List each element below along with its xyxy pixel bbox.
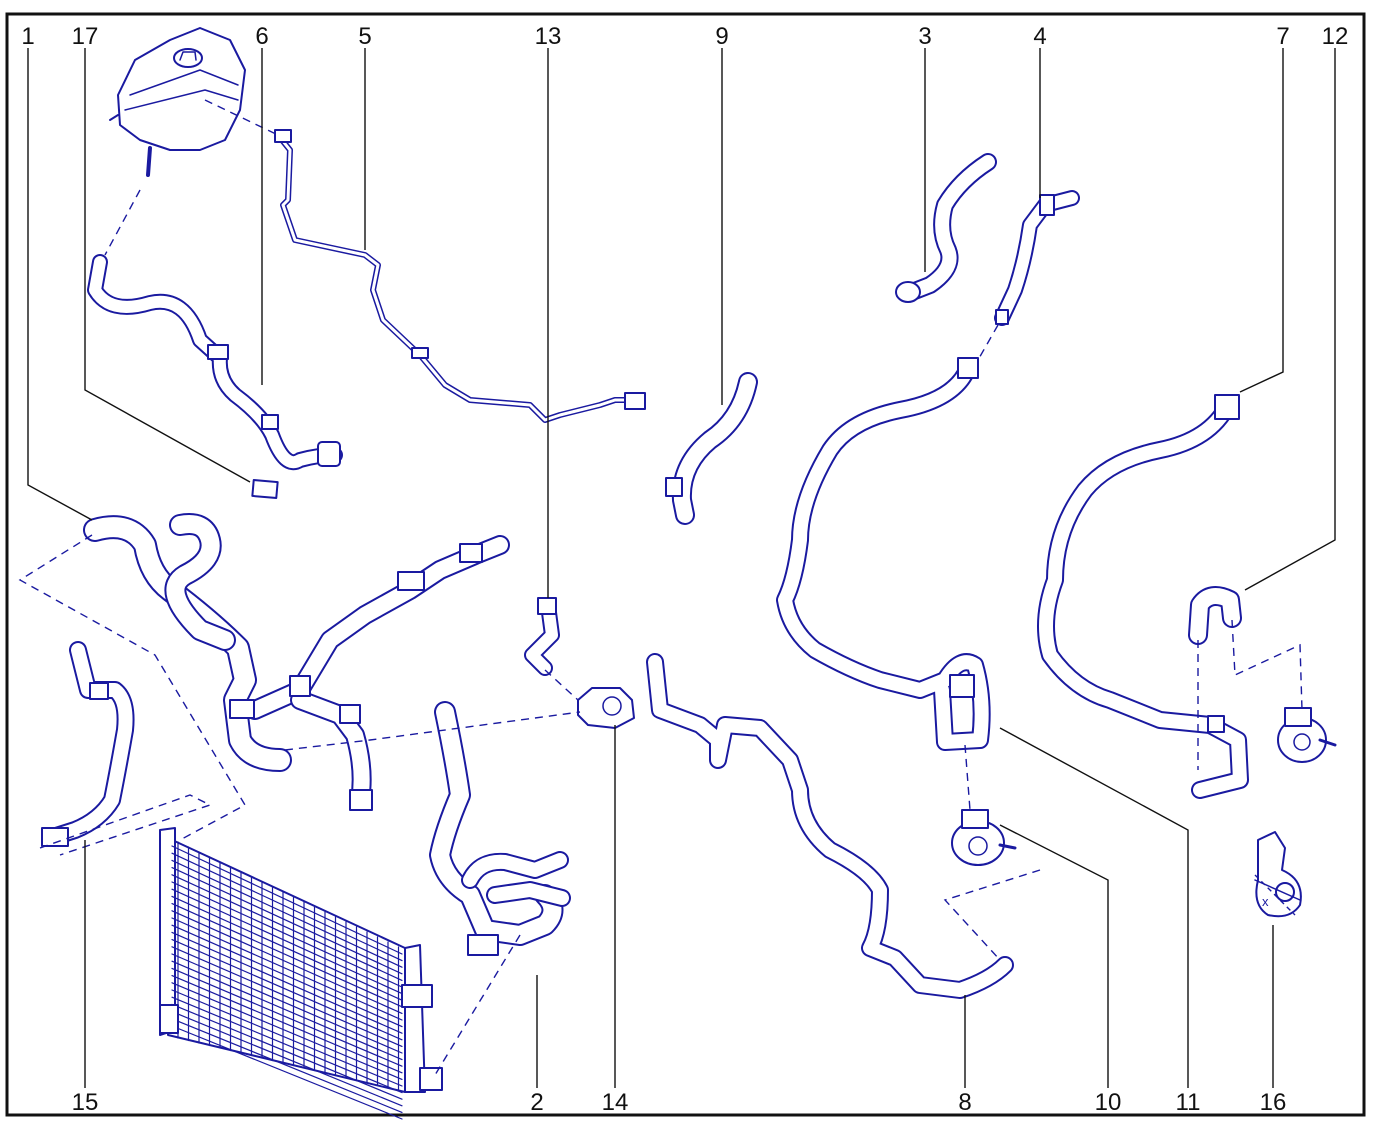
radiator-fin-row <box>171 910 403 1015</box>
diagram-frame <box>5 12 1366 1117</box>
callout-11: 11 <box>1176 1089 1201 1116</box>
callout-12: 12 <box>1322 23 1349 50</box>
restrictor-mark: x <box>1262 894 1269 909</box>
hose-11 <box>776 357 991 751</box>
dash-hose4-to-hose11 <box>977 324 999 361</box>
radiator-fin-row <box>171 1018 403 1114</box>
radiator-fin-row <box>171 881 403 988</box>
hose-7 <box>1037 394 1249 799</box>
leader-17 <box>84 48 251 483</box>
callout-7: 7 <box>1276 23 1289 50</box>
callout-1: 1 <box>21 23 34 50</box>
radiator-fin-row <box>171 996 403 1094</box>
radiator-fin-row <box>171 917 403 1021</box>
radiator-fin-row <box>171 888 403 995</box>
leader-7 <box>1239 48 1284 393</box>
dash-hose1-frame-left <box>18 534 246 841</box>
dash-hose13-to-pump14 <box>544 669 579 701</box>
callout-15: 15 <box>72 1089 99 1116</box>
callout-17: 17 <box>72 23 99 50</box>
hose-6 <box>87 254 343 471</box>
callout-16: 16 <box>1260 1089 1287 1116</box>
leader-1 <box>27 48 93 521</box>
radiator-fin-row <box>171 895 403 1001</box>
dash-hose15-radiator <box>39 794 212 856</box>
radiator-fin-row <box>171 931 403 1034</box>
callout-4: 4 <box>1033 23 1046 50</box>
radiator <box>159 827 443 1120</box>
radiator-fin-row <box>171 1003 403 1100</box>
radiator-fin-row <box>171 845 403 955</box>
water-pump-14 <box>577 687 635 729</box>
dash-hose1-to-pump14 <box>284 711 581 751</box>
radiator-fin-row <box>171 859 403 968</box>
radiator-fin-row <box>171 1025 403 1120</box>
callout-9: 9 <box>715 23 728 50</box>
radiator-fin-row <box>171 852 403 962</box>
hose-9 <box>665 372 758 525</box>
callout-3: 3 <box>918 23 931 50</box>
radiator-fin-row <box>171 866 403 975</box>
hose-8 <box>646 653 1014 999</box>
water-pump-upper-right <box>1277 707 1337 763</box>
radiator-fin-row <box>171 924 403 1028</box>
hose-13 <box>524 597 560 676</box>
dash-hose12-to-pump <box>1231 619 1303 711</box>
leader-12 <box>1244 48 1336 591</box>
hose-4 <box>994 190 1080 326</box>
callout-13: 13 <box>535 23 562 50</box>
hose-15 <box>41 641 135 847</box>
callout-2: 2 <box>530 1089 543 1116</box>
radiator-fin-row <box>171 974 403 1074</box>
dash-hose11-to-pump10 <box>964 744 971 811</box>
part-17-block <box>251 478 279 500</box>
radiator-fin-row <box>171 902 403 1008</box>
dash-tank-to-hose6 <box>104 189 141 256</box>
leader-11 <box>999 727 1189 1088</box>
hose-3 <box>895 153 997 303</box>
radiator-fin-row <box>171 874 403 982</box>
pipe-5 <box>274 129 646 423</box>
callout-10: 10 <box>1095 1089 1122 1116</box>
radiator-fin-row <box>171 1010 403 1107</box>
radiator-fin-row <box>171 960 403 1061</box>
radiator-fin-row <box>171 982 403 1081</box>
leader-10 <box>999 824 1109 1088</box>
hose-2 <box>429 701 571 956</box>
radiator-fin-row <box>171 946 403 1048</box>
hose-1 <box>83 513 510 811</box>
radiator-fin-row <box>171 938 403 1041</box>
dash-restrictor-16 <box>1254 874 1296 916</box>
dash-pump10-to-hose8 <box>943 869 1041 961</box>
callout-14: 14 <box>602 1089 629 1116</box>
callout-8: 8 <box>958 1089 971 1116</box>
hose-12 <box>1188 586 1242 645</box>
restrictor-16: x <box>1254 831 1302 918</box>
water-pump-10 <box>951 809 1017 866</box>
radiator-fin-row <box>171 953 403 1054</box>
callout-5: 5 <box>358 23 371 50</box>
radiator-fin-row <box>171 989 403 1087</box>
expansion-tank <box>109 27 246 177</box>
radiator-fin-row <box>171 967 403 1067</box>
callout-6: 6 <box>255 23 268 50</box>
